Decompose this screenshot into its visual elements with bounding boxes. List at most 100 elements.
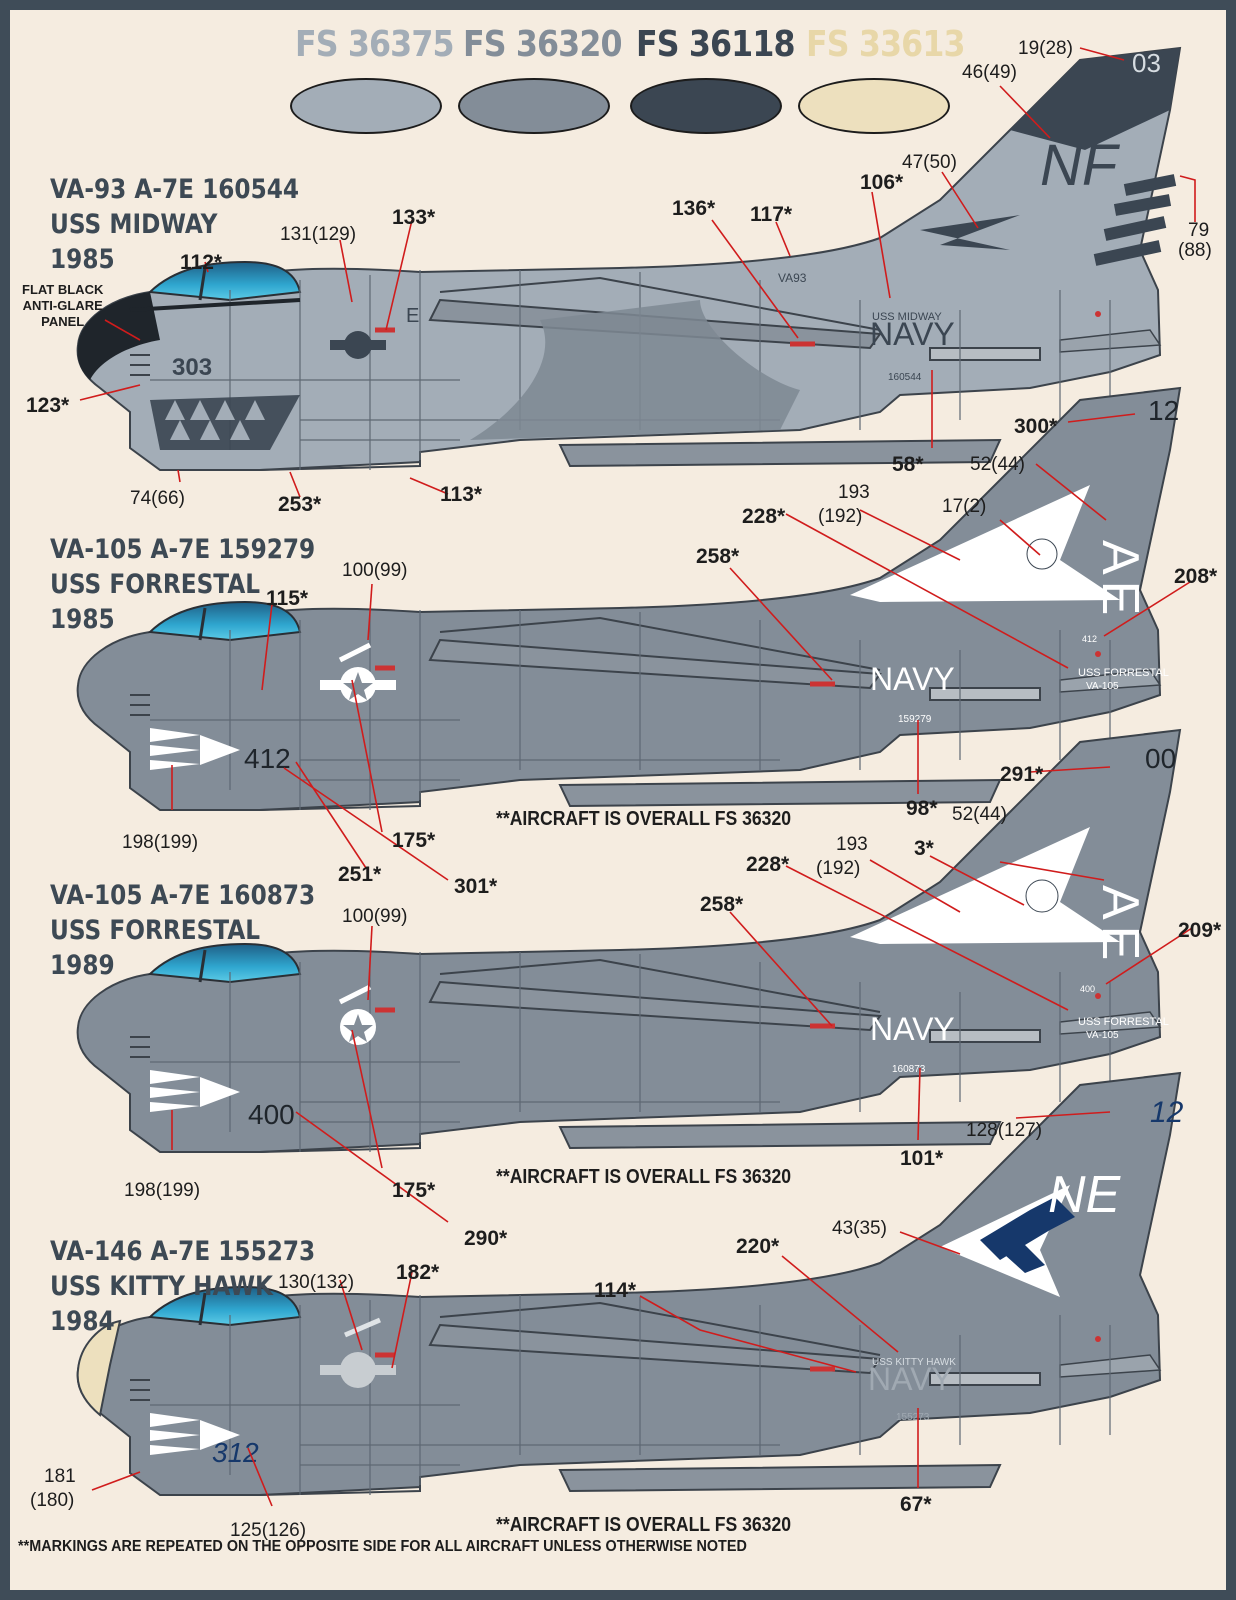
- callout: 52(44): [952, 804, 1007, 825]
- marking-navy-4: NAVY: [868, 1361, 953, 1397]
- callout: 198(199): [122, 832, 199, 853]
- aircraft-4-year: 1984: [50, 1306, 115, 1337]
- swatch-36320: [458, 78, 610, 134]
- marking-bureau-1: 160544: [888, 372, 922, 383]
- marking-ae-2: AE: [1091, 885, 1149, 966]
- marking-letter-e: E: [406, 305, 419, 327]
- callout: 79: [1188, 220, 1210, 241]
- marking-303: 303: [172, 354, 212, 381]
- callout: 114*: [594, 1279, 637, 1302]
- callout: 290*: [464, 1227, 508, 1250]
- callout: (180): [30, 1490, 75, 1511]
- callout: 228*: [746, 853, 790, 876]
- callout: 98*: [906, 797, 938, 820]
- aircraft-va105-1985-profile: [78, 388, 1180, 810]
- callout: 112*: [180, 251, 223, 274]
- callout: 113*: [440, 483, 483, 506]
- overall-color-note: **AIRCRAFT IS OVERALL FS 36320: [496, 1166, 792, 1188]
- callout: 208*: [1174, 565, 1218, 588]
- callout: 123*: [26, 394, 70, 417]
- aircraft-1-year: 1985: [50, 244, 115, 275]
- marking-ne: NE: [1048, 1166, 1122, 1224]
- aircraft-3-designation: VA-105 A-7E 160873: [50, 880, 316, 911]
- marking-bureau-3: 160873: [892, 1064, 926, 1075]
- marking-fin-412: 412: [1082, 634, 1097, 644]
- callout: 133*: [392, 206, 436, 229]
- callout: 128(127): [966, 1120, 1043, 1141]
- callout: 258*: [700, 893, 744, 916]
- callout: 17(2): [942, 496, 987, 517]
- marking-ship-3: USS FORRESTAL: [1078, 1016, 1169, 1028]
- callout: 228*: [742, 505, 786, 528]
- swatch-36375: [290, 78, 442, 134]
- callout: 193: [838, 482, 870, 503]
- marking-tailnum-00: 00: [1145, 743, 1176, 774]
- callout: 19(28): [1018, 38, 1073, 59]
- callout: 253*: [278, 493, 322, 516]
- callout: 300*: [1014, 415, 1058, 438]
- aircraft-3-title: VA-105 A-7E 160873 USS FORRESTAL 1989: [50, 878, 315, 983]
- aircraft-2-designation: VA-105 A-7E 159279: [50, 534, 316, 565]
- marking-bureau-2: 159279: [898, 714, 932, 725]
- marking-ae-1: AE: [1091, 540, 1149, 621]
- callout: 47(50): [902, 152, 957, 173]
- marking-312: 312: [212, 1437, 259, 1468]
- callout: 198(199): [124, 1180, 201, 1201]
- callout: 131(129): [280, 224, 357, 245]
- callout: 258*: [696, 545, 740, 568]
- callout: 136*: [672, 197, 716, 220]
- marking-ship-2: USS FORRESTAL: [1078, 667, 1169, 679]
- leader-lines: [79, 47, 1196, 1507]
- swatch-label-36118: FS 36118: [636, 24, 796, 65]
- aircraft-4-title: VA-146 A-7E 155273 USS KITTY HAWK 1984: [50, 1234, 315, 1339]
- overall-color-note: **AIRCRAFT IS OVERALL FS 36320: [496, 1514, 792, 1536]
- marking-navy-3: NAVY: [870, 1011, 955, 1047]
- marking-412: 412: [244, 743, 291, 774]
- callout: (88): [1178, 240, 1212, 261]
- aircraft-4-ship: USS KITTY HAWK: [50, 1271, 274, 1302]
- callout: 193: [836, 834, 868, 855]
- callout: 125(126): [230, 1520, 307, 1541]
- callout: 74(66): [130, 488, 185, 509]
- aircraft-2-ship: USS FORRESTAL: [50, 569, 261, 600]
- callout: 175*: [392, 1179, 436, 1202]
- callout: (192): [818, 506, 863, 527]
- callout: 101*: [900, 1147, 944, 1170]
- callout: 175*: [392, 829, 436, 852]
- aircraft-4-designation: VA-146 A-7E 155273: [50, 1236, 316, 1267]
- callout: 67*: [900, 1493, 932, 1516]
- callout: 58*: [892, 453, 924, 476]
- marking-bureau-4: 155273: [896, 1412, 930, 1423]
- swatch-label-36375: FS 36375: [295, 24, 455, 65]
- callout: 106*: [860, 171, 904, 194]
- callout: 52(44): [970, 454, 1025, 475]
- callout: 130(132): [278, 1272, 355, 1293]
- marking-squadron-3: VA-105: [1086, 1030, 1119, 1041]
- marking-squadron-2: VA-105: [1086, 681, 1119, 692]
- aircraft-1-title: VA-93 A-7E 160544 USS MIDWAY 1985: [50, 172, 299, 277]
- callout: 182*: [396, 1261, 440, 1284]
- callout: 3*: [914, 837, 934, 860]
- aircraft-2-year: 1985: [50, 604, 115, 635]
- marking-tailnum-03: 03: [1132, 48, 1161, 78]
- callout: 181: [44, 1466, 76, 1487]
- callout: 115*: [266, 587, 309, 610]
- aircraft-1-ship: USS MIDWAY: [50, 209, 218, 240]
- swatch-33613: [798, 78, 950, 134]
- marking-400: 400: [248, 1099, 295, 1130]
- callout: 46(49): [962, 62, 1017, 83]
- callout: 100(99): [342, 906, 408, 927]
- callout: 301*: [454, 875, 498, 898]
- marking-tailnum-12-b: 12: [1150, 1096, 1184, 1129]
- callout: 291*: [1000, 763, 1044, 786]
- callout: 117*: [750, 203, 793, 226]
- marking-navy-1: NAVY: [870, 316, 955, 352]
- aircraft-2-title: VA-105 A-7E 159279 USS FORRESTAL 1985: [50, 532, 315, 637]
- callout: 100(99): [342, 560, 408, 581]
- marking-ship-1: USS MIDWAY: [872, 311, 942, 323]
- footer-note: **MARKINGS ARE REPEATED ON THE OPPOSITE …: [18, 1538, 747, 1555]
- callout: (192): [816, 858, 861, 879]
- marking-squadron-1: VA93: [778, 271, 807, 285]
- aircraft-va146-profile: [78, 1073, 1180, 1495]
